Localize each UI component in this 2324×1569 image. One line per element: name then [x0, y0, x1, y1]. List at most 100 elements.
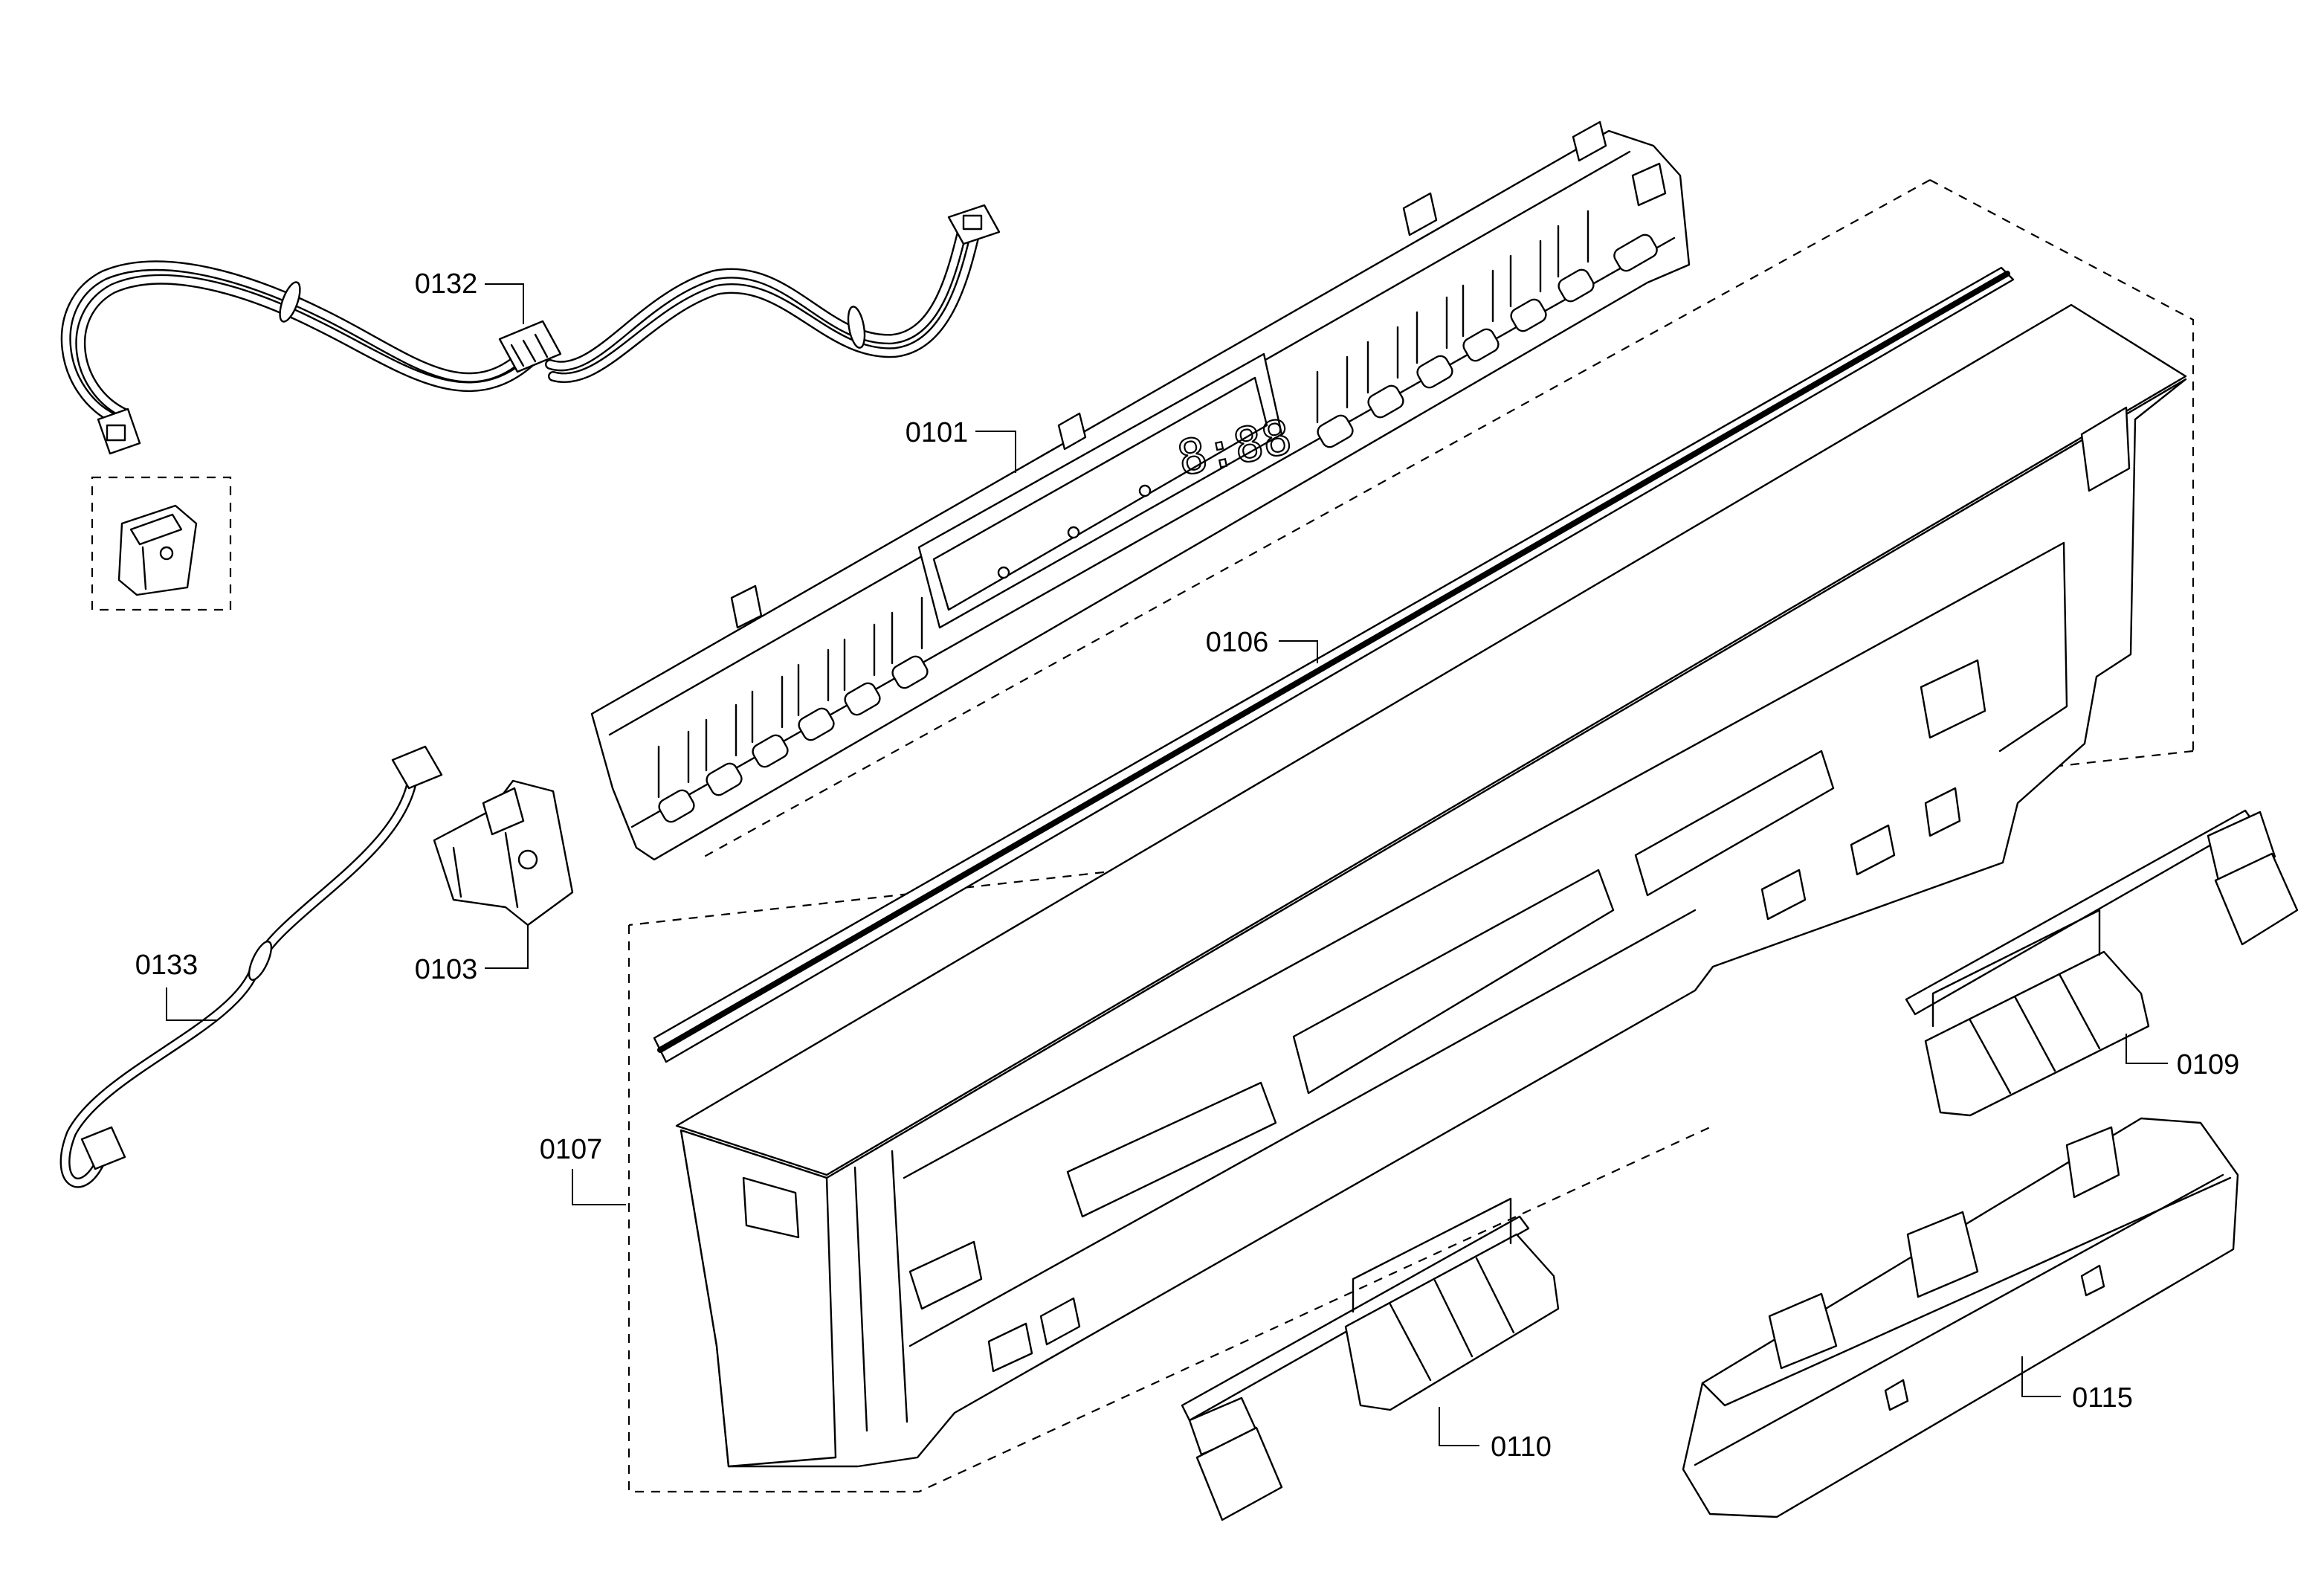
led-indicator	[1067, 526, 1080, 539]
callout-0133: 0133	[135, 950, 198, 981]
front-fascia-0107	[675, 303, 2187, 1468]
leader-line-0132	[485, 283, 524, 324]
panel-button	[1509, 239, 1547, 332]
panel-button	[705, 703, 743, 796]
led-indicator	[1138, 484, 1152, 497]
switch-edge	[504, 831, 519, 909]
detail-component-hole	[159, 546, 174, 561]
switch-0103	[433, 779, 574, 927]
harness-top-connector	[391, 745, 443, 790]
seal-strip-0106	[653, 266, 2015, 1063]
button-cap	[706, 762, 743, 796]
button-divider	[2013, 995, 2056, 1072]
fascia-top-plate	[675, 303, 2187, 1176]
button-cap	[798, 707, 835, 741]
button-set-ribs	[1931, 909, 2101, 1028]
connector-latch	[962, 214, 983, 231]
leader-lines	[166, 283, 2168, 1446]
button-set-rail	[1181, 1215, 1530, 1422]
leader-line-0107	[572, 1169, 626, 1205]
panel-tab	[1631, 162, 1667, 207]
callout-0115: 0115	[2072, 1382, 2133, 1414]
bar-clip	[1884, 1379, 1909, 1411]
bar-clip	[2080, 1264, 2105, 1297]
outline-bottom	[627, 925, 1711, 1493]
panel-button	[843, 623, 881, 716]
harness-center-connector	[498, 320, 562, 373]
fascia-left-end	[680, 1129, 837, 1468]
button-cap	[658, 789, 695, 823]
button-cap	[1367, 384, 1404, 419]
outline-upper-right	[1929, 179, 2195, 751]
button-divider	[1969, 1019, 2012, 1095]
fascia-right-clip	[2080, 406, 2131, 492]
control-panel-0101: 8:88	[590, 120, 1691, 861]
cable-tie	[248, 941, 273, 981]
bar-0115	[1682, 1117, 2239, 1518]
fascia-bottom-tab	[1760, 869, 1807, 921]
panel-tab	[1572, 120, 1607, 162]
callout-labels: 0132 0101 0106 0103 0133 0107 0109 0110 …	[135, 268, 2240, 1463]
fascia-end-slot	[742, 1176, 800, 1239]
button-cap	[752, 734, 789, 768]
button-cap	[844, 682, 881, 716]
harness-bottom-connector	[80, 1126, 126, 1170]
connector-latch	[106, 424, 126, 442]
callout-0103: 0103	[415, 954, 478, 985]
wire-harness-0132	[60, 204, 1001, 455]
bar-tab	[1906, 1211, 1979, 1298]
bar-body	[1682, 1117, 2239, 1518]
callout-0109: 0109	[2177, 1049, 2240, 1080]
button-set-cluster	[1344, 1233, 1560, 1411]
fascia-bottom-tab	[1039, 1297, 1081, 1346]
led-indicator	[997, 566, 1010, 579]
button-set-cluster	[1924, 950, 2150, 1117]
callout-0132: 0132	[415, 268, 478, 300]
button-divider	[1475, 1257, 1515, 1334]
button-divider	[1433, 1279, 1474, 1358]
panel-button	[657, 730, 695, 823]
display-window	[932, 376, 1268, 611]
panel-tab	[730, 584, 763, 629]
panel-button	[1316, 355, 1354, 448]
button-cap	[1317, 414, 1354, 448]
button-set-0110	[1181, 1197, 1560, 1521]
button-cap	[1613, 233, 1658, 272]
button-set-ribs	[1352, 1197, 1512, 1313]
button-cap	[891, 655, 929, 689]
cable-tie	[279, 281, 301, 323]
button-divider	[1389, 1303, 1432, 1382]
fascia-body	[680, 378, 2187, 1468]
button-cap	[1558, 268, 1595, 303]
detail-component-top	[129, 513, 183, 546]
button-cap	[1416, 355, 1453, 389]
bar-top-edge	[1701, 1176, 2232, 1407]
panel-button	[891, 596, 929, 689]
switch-knob	[517, 849, 538, 870]
fascia-end-edge	[853, 1166, 868, 1432]
panel-button	[751, 675, 789, 768]
panel-tab	[1402, 192, 1438, 236]
outline-detail-box	[91, 476, 232, 611]
callout-0106: 0106	[1206, 627, 1269, 658]
harness-wire	[59, 768, 419, 1188]
button-set-0109	[1905, 809, 2299, 1117]
harness-wire	[549, 228, 979, 381]
button-cap	[1462, 328, 1500, 362]
switch-edge	[452, 846, 462, 898]
harness-wire	[61, 770, 417, 1187]
wire-harness-0133	[59, 745, 443, 1188]
fascia-square-opening	[1920, 659, 1986, 739]
harness-wire	[546, 222, 967, 370]
panel-button	[1416, 296, 1453, 389]
fascia-recess-edge	[903, 541, 2068, 1179]
seal-strip-core	[657, 271, 2010, 1053]
button-divider	[2058, 973, 2101, 1050]
detail-component	[117, 504, 198, 596]
fascia-lower-edge	[908, 909, 1697, 1347]
leader-line-0106	[1279, 640, 1318, 663]
connector-pin	[522, 339, 537, 363]
harness-wire	[62, 262, 524, 423]
callout-0110: 0110	[1491, 1431, 1552, 1463]
fascia-bottom-tab	[1850, 824, 1896, 876]
